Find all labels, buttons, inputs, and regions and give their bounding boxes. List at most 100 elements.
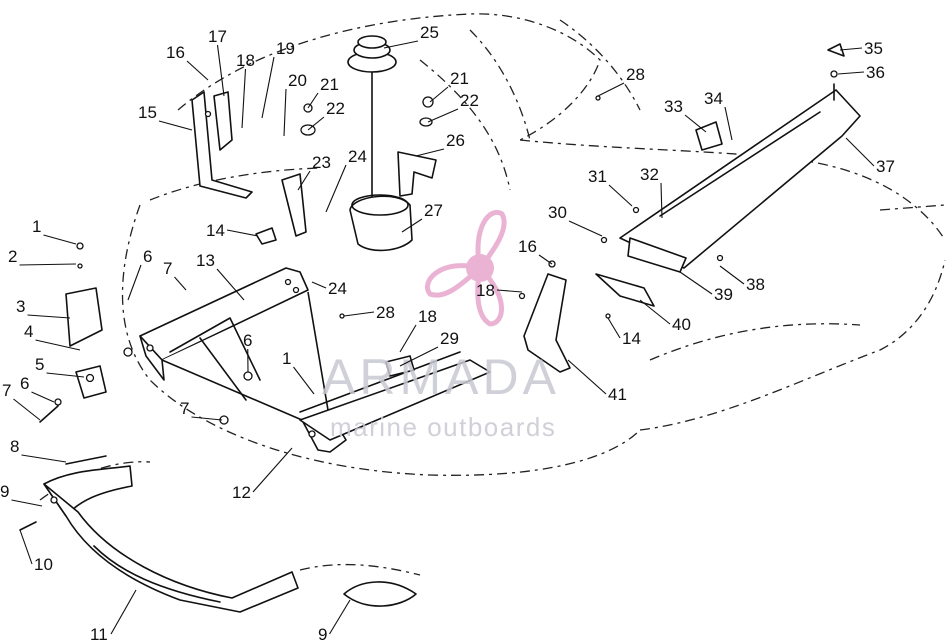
callout-c17: 17 (208, 27, 227, 97)
callout-leader-line (399, 346, 439, 367)
callout-number: 8 (10, 437, 19, 456)
callout-c38: 38 (719, 265, 765, 294)
callout-leader-line (427, 108, 459, 123)
callout-c24b: 24 (311, 279, 347, 298)
fuel-cap (347, 35, 397, 201)
callout-leader-line (325, 164, 347, 213)
callout-c6a: 6 (127, 247, 152, 301)
callout-number: 15 (138, 103, 157, 122)
callout-c22a: 22 (307, 99, 345, 131)
rail-bracket (595, 273, 655, 307)
callout-leader-line (216, 44, 225, 97)
callout-number: 6 (20, 374, 29, 393)
callout-number: 41 (608, 385, 627, 404)
callout-c9a: 9 (0, 482, 43, 507)
callout-c13: 13 (196, 251, 245, 301)
hardware-fasteners (19, 95, 724, 531)
callout-leader-line (311, 281, 327, 289)
callout-number: 14 (206, 221, 225, 240)
callout-leader-line (307, 92, 319, 109)
callout-c27: 27 (401, 201, 443, 233)
callout-c22b: 22 (427, 91, 479, 123)
callout-number: 31 (588, 167, 607, 186)
callout-leader-line (568, 220, 603, 237)
left-upright-bracket (191, 91, 253, 199)
callout-number: 9 (318, 625, 327, 642)
callout-leader-line (46, 372, 85, 378)
callout-number: 6 (143, 247, 152, 266)
callout-number: 7 (163, 259, 172, 278)
callout-c28a: 28 (597, 65, 645, 97)
callout-number: 10 (34, 555, 53, 574)
callout-leader-line (538, 254, 553, 265)
tank-strap-bracket (397, 151, 437, 197)
callout-number: 29 (440, 329, 459, 348)
callout-number: 16 (518, 237, 537, 256)
callout-c10: 10 (19, 529, 53, 574)
callout-leader-line (343, 311, 375, 317)
callout-number: 13 (196, 251, 215, 270)
callout-c36: 36 (837, 63, 885, 82)
callout-c14a: 14 (206, 221, 259, 240)
callout-number: 12 (232, 483, 251, 502)
callout-c11: 11 (90, 589, 137, 642)
callout-number: 24 (348, 147, 367, 166)
callout-leader-line (43, 234, 77, 245)
left-mount-block (65, 287, 107, 399)
callout-number: 17 (208, 27, 227, 46)
callout-leader-line (399, 324, 417, 353)
callout-number: 33 (664, 97, 683, 116)
right-upright-bracket (523, 273, 571, 373)
callout-number: 22 (326, 99, 345, 118)
callout-number: 4 (24, 322, 33, 341)
callout-number: 26 (446, 131, 465, 150)
callout-c20: 20 (283, 71, 307, 137)
callout-c25: 25 (383, 23, 439, 49)
rail-fastener (827, 43, 845, 101)
propeller-logo-icon (425, 209, 507, 327)
callout-c37: 37 (845, 137, 895, 176)
callout-number: 28 (626, 65, 645, 84)
callout-number: 21 (320, 75, 339, 94)
callout-c16b: 16 (518, 237, 553, 265)
callout-leader-line (216, 268, 245, 301)
callout-leader-line (27, 314, 71, 319)
callout-leader-line (293, 366, 315, 395)
callout-c19: 19 (261, 39, 295, 119)
callout-leader-line (174, 276, 187, 291)
callout-c35: 35 (839, 39, 883, 58)
callout-number: 3 (16, 297, 25, 316)
callout-c31: 31 (588, 167, 633, 207)
callout-leader-line (401, 218, 423, 233)
callout-c7b: 7 (2, 381, 41, 421)
callout-number: 38 (746, 275, 765, 294)
callout-c2: 2 (8, 247, 77, 266)
callout-c5: 5 (35, 355, 85, 378)
callout-number: 23 (312, 153, 331, 172)
watermark-tagline: marine outboards (330, 412, 556, 442)
callout-number: 2 (8, 247, 17, 266)
callout-leader-line (21, 454, 67, 463)
watermark-brand: ARMADA (322, 349, 560, 405)
callout-number: 19 (276, 39, 295, 58)
callout-leader-line (261, 56, 275, 119)
callout-c1b: 1 (282, 349, 315, 395)
callout-leader-line (186, 60, 209, 81)
callout-leader-line (241, 68, 247, 129)
front-bumper (43, 465, 299, 613)
callout-leader-line (567, 359, 607, 395)
callout-number: 11 (90, 625, 108, 642)
callout-number: 32 (640, 165, 659, 184)
callout-leader-line (158, 120, 193, 131)
callout-leader-line (837, 71, 865, 75)
callout-leader-line (845, 137, 875, 167)
callout-leader-line (13, 398, 41, 421)
callout-leader-line (597, 82, 625, 97)
callout-c26: 26 (415, 131, 465, 157)
callout-c30: 30 (548, 203, 603, 237)
callout-number: 6 (243, 331, 252, 350)
callout-c15: 15 (138, 103, 193, 131)
pad (695, 121, 723, 151)
